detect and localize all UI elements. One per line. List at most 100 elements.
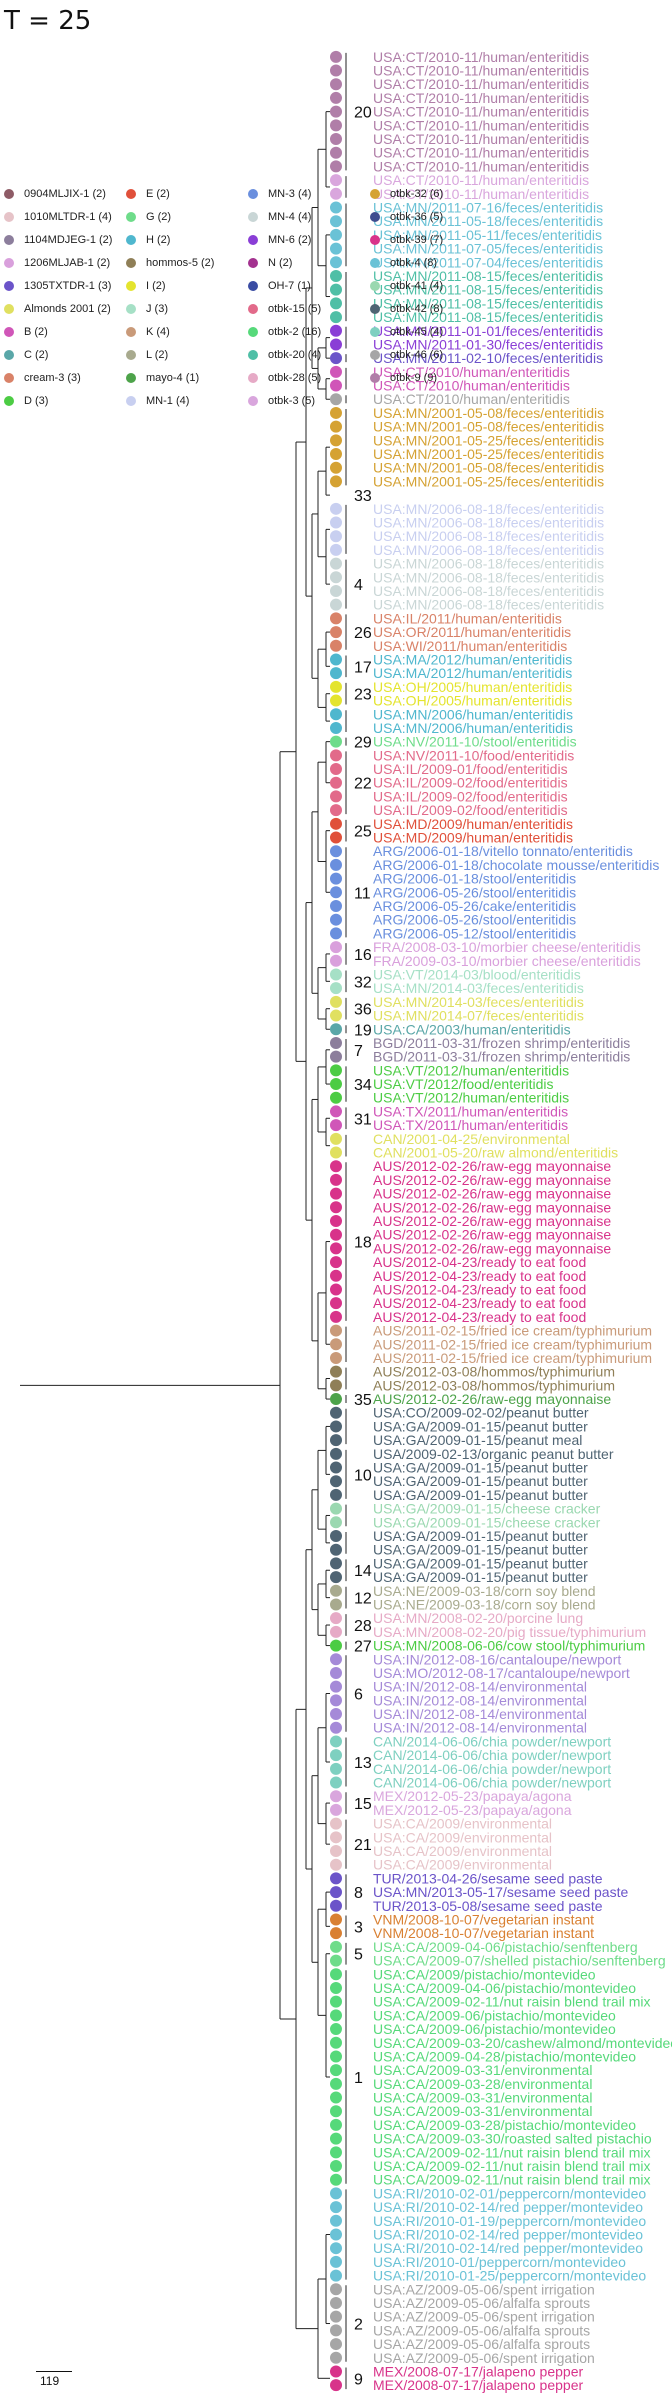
tip-label: FRA/2008-03-10/morbier cheese/enteritidi… — [373, 939, 641, 955]
tip-label: USA:MD/2009/human/enteritidis — [373, 816, 573, 832]
tip-node — [330, 1639, 342, 1652]
tip-node — [330, 1968, 342, 1981]
tip-label: USA:MN/2011-01-01/feces/enteritidis — [373, 323, 603, 339]
tip-node — [330, 1721, 342, 1734]
cluster-id: 32 — [354, 974, 372, 991]
legend-item: otbk-9 (9) — [370, 372, 437, 384]
legend-swatch — [126, 189, 136, 199]
tip-label: USA:MN/2011-07-04/feces/enteritidis — [373, 254, 603, 270]
legend-label: otbk-3 (5) — [268, 395, 316, 407]
legend-item: otbk-28 (5) — [248, 372, 321, 384]
tip-node — [330, 1105, 342, 1118]
tip-node — [330, 872, 342, 885]
tip-node — [330, 1981, 342, 1994]
tip-node — [330, 2338, 342, 2351]
cluster-id: 28 — [354, 1618, 372, 1635]
legend-item: L (2) — [126, 349, 168, 361]
cluster-id: 11 — [354, 885, 371, 902]
tip-label: USA:MN/2006-08-18/feces/enteritidis — [373, 501, 604, 517]
legend-item: 1104MDJEG-1 (2) — [4, 234, 112, 246]
tip-node — [330, 64, 342, 77]
tip-label: VNM/2008-10-07/vegetarian instant — [373, 1925, 594, 1941]
legend-label: D (3) — [24, 395, 49, 407]
tip-label: ARG/2006-05-26/stool/enteritidis — [373, 884, 576, 900]
tip-label: USA:RI/2010-02-14/red pepper/montevideo — [373, 2226, 643, 2242]
tip-node — [330, 1132, 342, 1145]
tip-node — [330, 365, 342, 378]
scale-bar-line — [36, 2371, 72, 2372]
legend-item: otbk-42 (8) — [370, 303, 443, 315]
cluster-id: 35 — [354, 1392, 372, 1409]
tip-label: USA:MN/2008-02-20/porcine lung — [373, 1610, 583, 1626]
legend-label: otbk-28 (5) — [268, 372, 322, 384]
legend-item: otbk-3 (5) — [248, 395, 315, 407]
tip-node — [330, 1899, 342, 1912]
tip-label: USA:GA/2009-01-15/cheese cracker — [373, 1514, 601, 1530]
tip-label: AUS/2012-02-26/raw-egg mayonnaise — [373, 1172, 611, 1188]
tip-node — [330, 1324, 342, 1337]
tip-label: USA:CA/2009/environmental — [373, 1843, 552, 1859]
tip-node — [330, 2077, 342, 2090]
tip-node — [330, 2187, 342, 2200]
cluster-id: 7 — [354, 1043, 363, 1060]
tip-label: USA:CT/2010-11/human/enteritidis — [373, 90, 589, 106]
tip-node — [330, 2091, 342, 2104]
cluster-id: 27 — [354, 1639, 372, 1656]
tip-node — [330, 1310, 342, 1323]
tip-label: USA:MN/2006-08-18/feces/enteritidis — [373, 515, 604, 531]
tip-label: USA:IL/2009-02/food/enteritidis — [373, 788, 568, 804]
tip-node — [330, 1516, 342, 1529]
legend-item: otbk-20 (4) — [248, 349, 321, 361]
tip-node — [330, 1461, 342, 1474]
tip-node — [330, 2064, 342, 2077]
legend-label: MN-1 (4) — [146, 395, 190, 407]
tip-label: USA:GA/2009-01-15/peanut butter — [373, 1555, 588, 1571]
tip-label: AUS/2012-02-26/raw-egg mayonnaise — [373, 1199, 611, 1215]
legend-swatch — [248, 350, 258, 360]
legend-label: OH-7 (1) — [268, 280, 311, 292]
tip-node — [330, 2228, 342, 2241]
tip-label: USA:CT/2010-11/human/enteritidis — [373, 186, 589, 202]
tip-node — [330, 598, 342, 611]
cluster-id: 23 — [354, 687, 372, 704]
tip-label: FRA/2009-03-10/morbier cheese/enteritidi… — [373, 953, 641, 969]
legend-swatch — [4, 235, 14, 245]
tip-node — [330, 1543, 342, 1556]
legend-label: cream-3 (3) — [24, 372, 81, 384]
tip-label: AUS/2012-04-23/ready to eat food — [373, 1268, 586, 1284]
tip-label: USA:CT/2010-11/human/enteritidis — [373, 63, 589, 79]
tip-label: USA:MN/2001-05-25/feces/enteritidis — [373, 473, 604, 489]
tip-node — [330, 1940, 342, 1953]
legend-swatch — [126, 350, 136, 360]
tip-node — [330, 530, 342, 543]
tip-node — [330, 1078, 342, 1091]
legend-swatch — [248, 281, 258, 291]
tip-label: USA:AZ/2009-05-06/spent irrigation — [373, 2350, 595, 2366]
legend-swatch — [370, 327, 380, 337]
legend-swatch — [370, 373, 380, 383]
tip-label: USA:CT/2010/human/enteritidis — [373, 378, 570, 394]
tip-node — [330, 804, 342, 817]
tip-label: USA:WI/2011/human/enteritidis — [373, 638, 567, 654]
tip-node — [330, 1708, 342, 1721]
tip-node — [330, 502, 342, 515]
tip-label: USA:RI/2010-01-25/peppercorn/montevideo — [373, 2268, 646, 2284]
tip-label: USA:CT/2010-11/human/enteritidis — [373, 158, 589, 174]
tip-label: USA:MN/2006-08-18/feces/enteritidis — [373, 583, 604, 599]
legend-item: otbk-32 (6) — [370, 188, 443, 200]
tip-node — [330, 2214, 342, 2227]
tip-node — [330, 954, 342, 967]
legend-item: mayo-4 (1) — [126, 372, 199, 384]
tip-node — [330, 1064, 342, 1077]
tip-label: USA:IN/2012-08-14/environmental — [373, 1706, 587, 1722]
tip-node — [330, 269, 342, 282]
tip-node — [330, 1995, 342, 2008]
tip-node — [330, 256, 342, 269]
tip-label: USA:OH/2005/human/enteritidis — [373, 693, 572, 709]
tip-label: USA:MN/2001-05-08/feces/enteritidis — [373, 419, 604, 435]
tip-node — [330, 1927, 342, 1940]
legend-swatch — [248, 212, 258, 222]
legend-swatch — [4, 212, 14, 222]
tip-node — [330, 995, 342, 1008]
tip-label: CAN/2014-06-06/chia powder/newport — [373, 1775, 611, 1791]
